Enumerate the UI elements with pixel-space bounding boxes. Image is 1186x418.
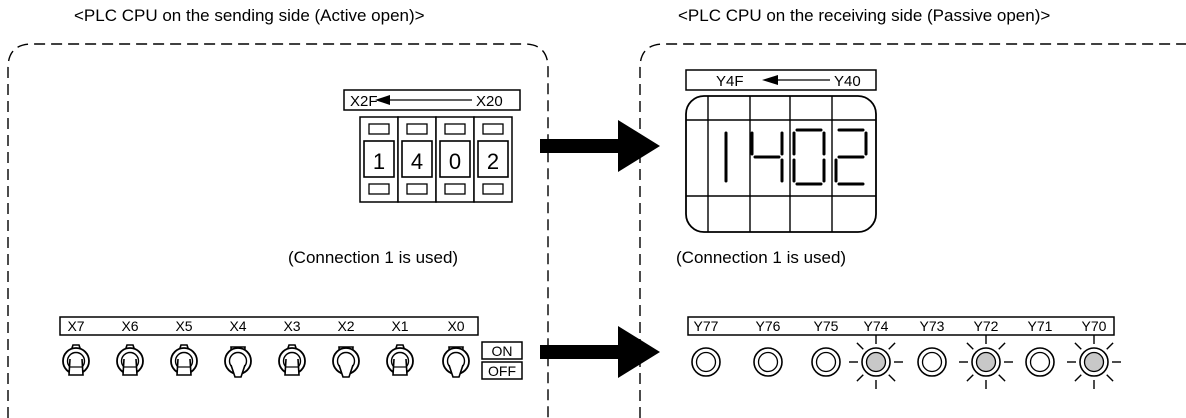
toggle-switch[interactable]: [224, 346, 252, 378]
toggle-switch[interactable]: [332, 346, 360, 378]
digital-switch-range-low: X20: [476, 93, 503, 110]
switch-label: X1: [391, 318, 408, 334]
digital-switch-panel: X2F X20 1 4 0 2: [343, 89, 521, 203]
toggle-switch[interactable]: [278, 344, 306, 376]
switch-label: X4: [229, 318, 246, 334]
lamp-label: Y71: [1028, 318, 1053, 334]
switch-label: X6: [121, 318, 138, 334]
switch-label: X0: [447, 318, 464, 334]
digit-value: 1: [373, 149, 385, 174]
lamp-label: Y74: [864, 318, 889, 334]
sending-connection-note: (Connection 1 is used): [288, 248, 459, 267]
toggle-switch[interactable]: [386, 344, 414, 376]
on-label: ON: [492, 343, 513, 359]
digital-switch-range-high: X2F: [350, 93, 378, 110]
lamp-off: [691, 347, 721, 377]
digit-wheel[interactable]: 4: [397, 116, 437, 203]
off-label: OFF: [488, 363, 516, 379]
digit-value: 4: [411, 149, 423, 174]
display-range-low: Y40: [834, 73, 861, 90]
lamp-off: [917, 347, 947, 377]
digit-wheel[interactable]: 0: [435, 116, 475, 203]
switch-label: X3: [283, 318, 300, 334]
toggle-switch[interactable]: [442, 346, 470, 378]
lamp-off: [1025, 347, 1055, 377]
receiving-side-header: <PLC CPU on the receiving side (Passive …: [678, 6, 1051, 25]
toggle-switch[interactable]: [116, 344, 144, 376]
lamp-label: Y73: [920, 318, 945, 334]
digit-value: 2: [487, 149, 499, 174]
digit-wheel[interactable]: 1: [359, 116, 399, 203]
seven-segment-digit: [834, 128, 868, 186]
lamp-off: [811, 347, 841, 377]
switch-label: X5: [175, 318, 192, 334]
toggle-switch[interactable]: [170, 344, 198, 376]
digit-value: 0: [449, 149, 461, 174]
digit-wheel[interactable]: 2: [473, 116, 513, 203]
switch-label: X7: [67, 318, 84, 334]
lamp-label: Y75: [814, 318, 839, 334]
bottom-arrow: [540, 326, 660, 378]
top-arrow: [540, 120, 660, 172]
seven-segment-digit: [750, 131, 784, 183]
lamp-label: Y72: [974, 318, 999, 334]
seven-segment-digit: [792, 128, 826, 186]
receiving-side-outline: [639, 43, 1186, 418]
sending-side-outline: [7, 43, 549, 418]
sending-side-header: <PLC CPU on the sending side (Active ope…: [74, 6, 425, 25]
lamp-on: [959, 335, 1013, 389]
receiving-connection-note: (Connection 1 is used): [676, 248, 847, 267]
lamp-on: [1067, 335, 1121, 389]
switch-bar: X7 X6 X5 X4 X3 X2 X1 X0 ON OFF: [59, 316, 523, 380]
lamp-on: [849, 335, 903, 389]
toggle-switch[interactable]: [62, 344, 90, 376]
switch-label: X2: [337, 318, 354, 334]
lamp-label: Y76: [756, 318, 781, 334]
lamp-off: [753, 347, 783, 377]
display-range-high: Y4F: [716, 73, 744, 90]
lamp-label: Y70: [1082, 318, 1107, 334]
lamp-bar: Y77 Y76 Y75 Y74 Y73 Y72 Y71 Y70: [687, 316, 1121, 389]
lamp-label: Y77: [694, 318, 719, 334]
seven-segment-display: Y4F Y40: [685, 69, 877, 233]
